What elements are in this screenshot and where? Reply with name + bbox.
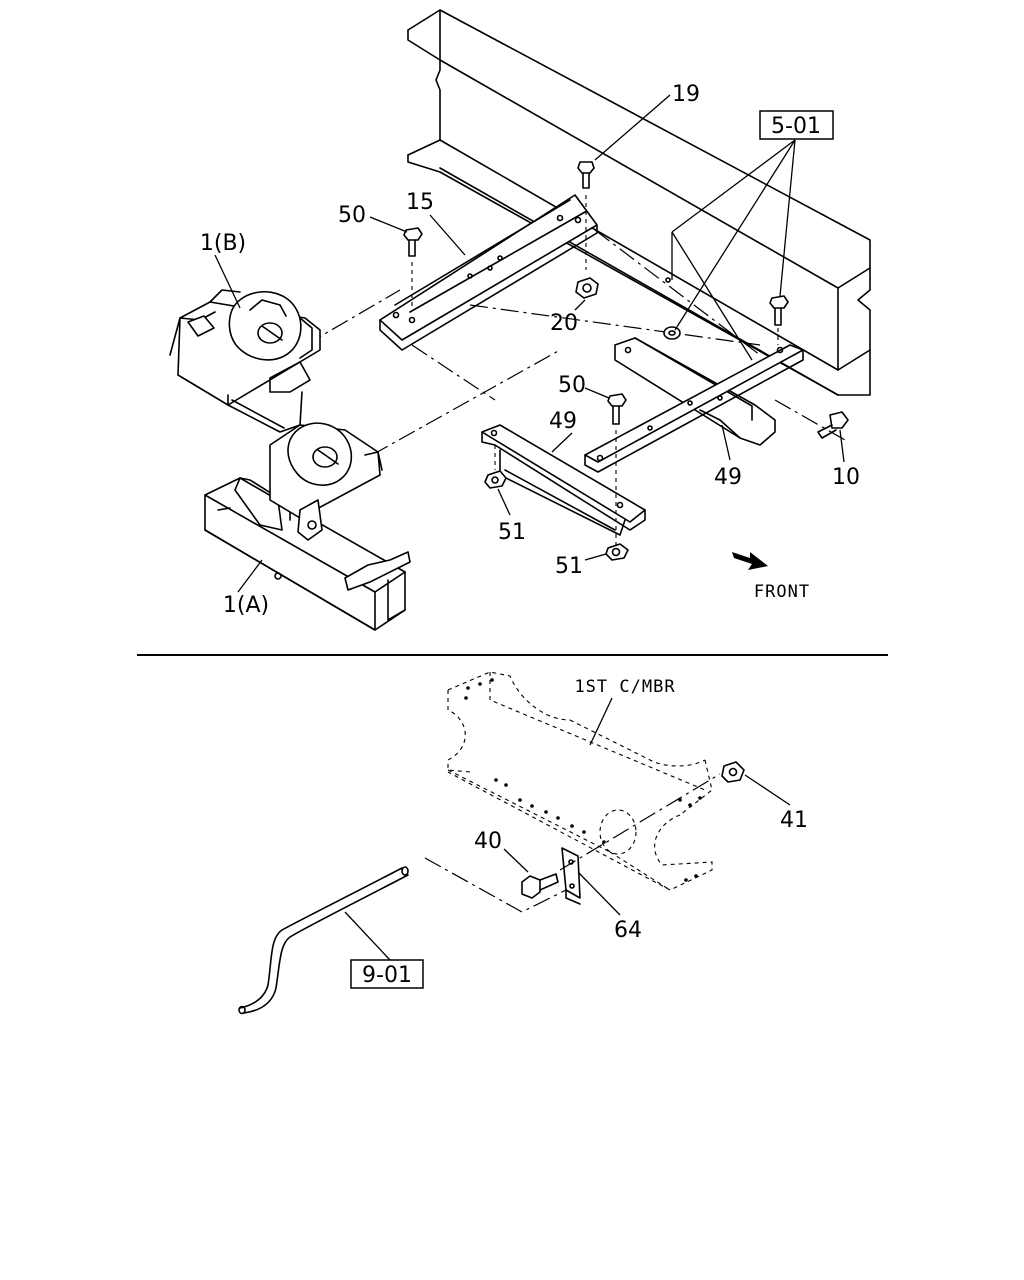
callout-51-lower: 51 bbox=[555, 554, 583, 579]
nut-20 bbox=[575, 277, 599, 299]
bolt-10 bbox=[817, 411, 849, 439]
callout-51-upper: 51 bbox=[498, 520, 526, 545]
stabilizer-bar bbox=[238, 866, 409, 1015]
cross-member-label: 1ST C/MBR bbox=[574, 677, 675, 697]
callout-41: 41 bbox=[780, 808, 808, 833]
nut-51-upper bbox=[484, 470, 507, 489]
callout-19: 19 bbox=[672, 82, 700, 107]
bracket-64 bbox=[561, 847, 581, 905]
callout-10: 10 bbox=[832, 465, 860, 490]
bracket-49-right bbox=[614, 337, 776, 446]
callout-9-01: 9-01 bbox=[362, 963, 412, 988]
bracket-15 bbox=[379, 194, 598, 351]
callout-20: 20 bbox=[550, 311, 578, 336]
center-plate bbox=[584, 344, 804, 473]
callout-15: 15 bbox=[406, 190, 434, 215]
frame-rail bbox=[407, 9, 871, 396]
callout-40: 40 bbox=[474, 829, 502, 854]
ref-box-9-01 bbox=[350, 959, 424, 989]
cross-member bbox=[447, 671, 713, 891]
bolt-40 bbox=[521, 873, 559, 899]
front-label: FRONT bbox=[754, 582, 810, 602]
callout-64: 64 bbox=[614, 918, 642, 943]
lower-leaders bbox=[344, 697, 791, 961]
upper-leaders bbox=[214, 94, 845, 593]
bolt-50-center bbox=[607, 393, 627, 425]
callout-1b: 1(B) bbox=[200, 231, 246, 256]
washer-5-01 bbox=[663, 326, 681, 340]
bracket-49-left bbox=[481, 424, 646, 536]
front-arrow-icon bbox=[732, 552, 768, 570]
ref-box-5-01 bbox=[759, 110, 834, 140]
callout-50-center: 50 bbox=[558, 373, 586, 398]
nut-51-lower bbox=[605, 543, 629, 561]
bolt-19 bbox=[577, 161, 595, 189]
callout-50-left: 50 bbox=[338, 203, 366, 228]
winch-1a bbox=[204, 422, 411, 631]
callout-1a: 1(A) bbox=[223, 593, 269, 618]
callout-5-01: 5-01 bbox=[771, 114, 821, 139]
nut-41 bbox=[721, 761, 745, 783]
callout-49-right: 49 bbox=[714, 465, 742, 490]
callout-49-left: 49 bbox=[549, 409, 577, 434]
bolt-50-left bbox=[403, 227, 423, 257]
winch-1b bbox=[169, 289, 321, 433]
bolt-5-01 bbox=[769, 295, 789, 326]
